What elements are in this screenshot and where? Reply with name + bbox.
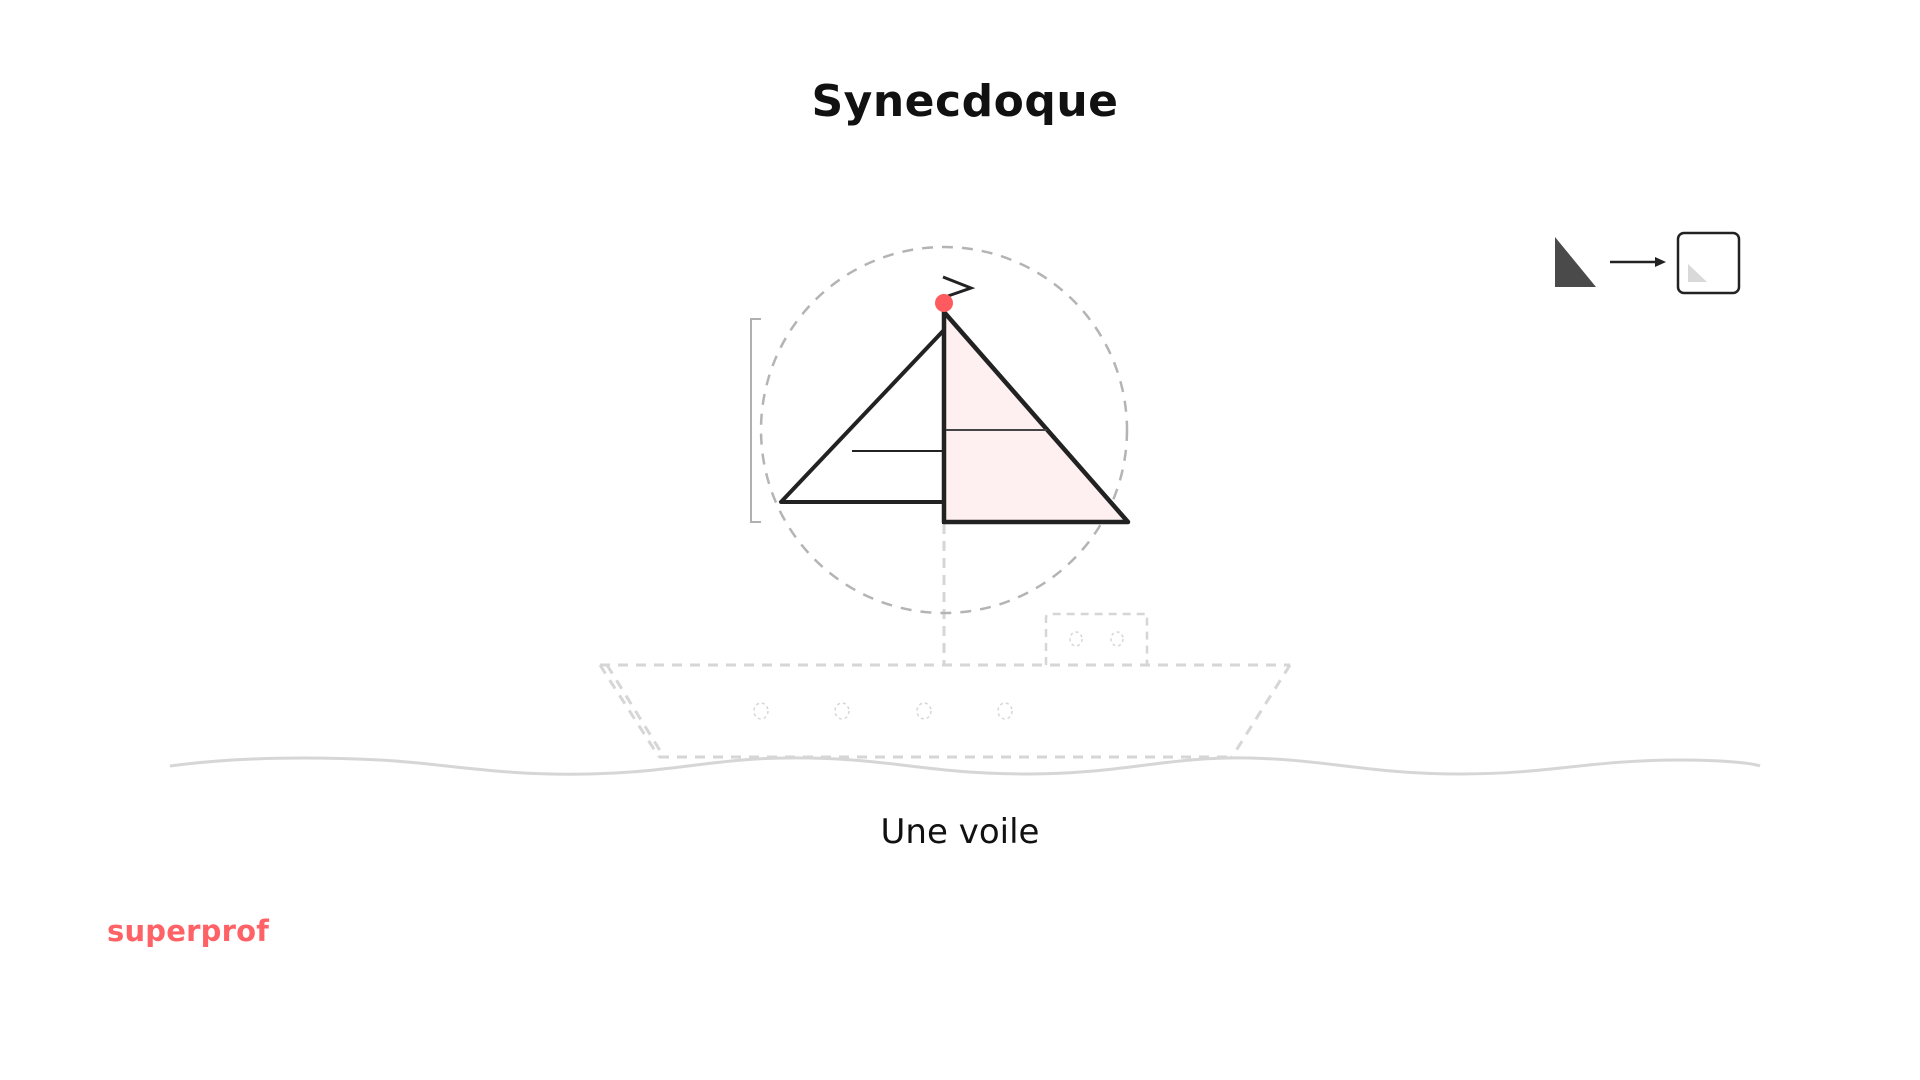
flag-icon xyxy=(942,275,976,298)
porthole xyxy=(753,702,769,720)
main-sail xyxy=(941,309,1131,525)
cabin-window xyxy=(1110,631,1124,647)
slide-title: Synecdoque xyxy=(811,76,1119,127)
bracket xyxy=(750,318,761,523)
framed-triangle-icon xyxy=(1676,231,1741,295)
jib-sail xyxy=(779,328,946,504)
porthole xyxy=(834,702,850,720)
caption-label: Une voile xyxy=(880,812,1040,852)
cabin-window xyxy=(1069,631,1083,647)
cabin xyxy=(1044,612,1149,665)
part-to-whole-icon xyxy=(1555,231,1741,295)
focus-dot xyxy=(935,294,953,312)
porthole xyxy=(916,702,932,720)
ghost-boat xyxy=(598,524,1292,759)
porthole xyxy=(997,702,1013,720)
focus-circle xyxy=(759,245,1129,615)
sail-triangle-icon xyxy=(1555,237,1596,287)
water-wave xyxy=(169,756,1761,776)
brand-logo: superprof xyxy=(107,914,270,948)
